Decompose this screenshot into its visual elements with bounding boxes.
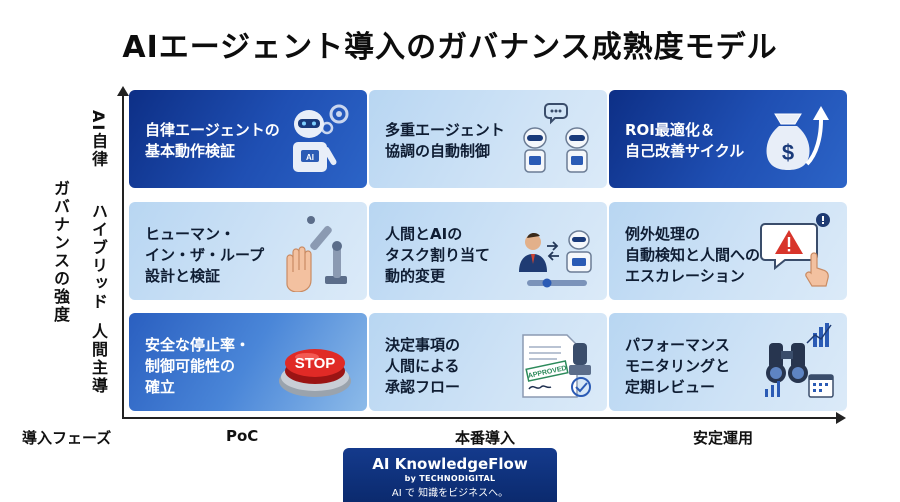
cell-text: パフォーマンス モニタリングと 定期レビュー <box>625 336 731 396</box>
y-axis-arrow <box>117 86 129 96</box>
y-level-hybrid: ハイブリッド <box>89 203 108 311</box>
cell-text: ヒューマン・ イン・ザ・ループ 設計と検証 <box>145 225 265 285</box>
cell-ai-stable: ROI最適化＆ 自己改善サイクル $ <box>609 90 847 188</box>
x-axis-arrow <box>836 412 846 424</box>
y-axis-line <box>122 92 124 419</box>
x-axis-line <box>122 417 838 419</box>
footer-tagline: AI で 知識をビジネスへ。 <box>391 488 509 499</box>
cell-hybrid-stable: 例外処理の 自動検知と人間への エスカレーション <box>609 202 847 300</box>
footer-by: by TECHNODIGITAL <box>404 474 496 483</box>
cell-text: 決定事項の 人間による 承認フロー <box>385 336 461 396</box>
money-bag-growth-icon: $ <box>766 106 829 170</box>
x-level-production: 本番導入 <box>455 429 516 447</box>
cell-text: 例外処理の 自動検知と人間への エスカレーション <box>625 225 761 285</box>
cell-hybrid-production: 人間とAIの タスク割り当て 動的変更 <box>369 202 607 300</box>
x-axis-label: 導入フェーズ <box>22 429 112 447</box>
binoculars-charts-icon <box>765 323 834 398</box>
cell-ai-production: 多重エージェント 協調の自動制御 <box>369 90 607 188</box>
cell-text: 多重エージェント 協調の自動制御 <box>385 121 505 160</box>
y-level-human-led: 人間主導 <box>89 323 108 395</box>
page-title: AIエージェント導入のガバナンス成熟度モデル <box>122 30 778 65</box>
robot-badge-text: AI <box>306 153 314 162</box>
alert-notification-icon <box>760 213 830 287</box>
stop-label: STOP <box>295 355 336 372</box>
cell-human-production: 決定事項の 人間による 承認フロー APPROVED <box>369 313 607 411</box>
robot-thinking-icon: AI <box>293 104 349 172</box>
y-level-ai-autonomy: AI自律 <box>89 110 108 169</box>
cell-human-poc: 安全な停止率・ 制御可能性の 確立 STOP <box>129 313 367 411</box>
y-axis-label: ガバナンスの強度 <box>51 180 70 324</box>
svg-text:$: $ <box>782 140 794 165</box>
cell-text: ROI最適化＆ 自己改善サイクル <box>625 121 745 160</box>
footer-brand-box: AI KnowledgeFlow by TECHNODIGITAL AI で 知… <box>343 448 557 502</box>
robots-conversation-icon <box>523 103 589 173</box>
stop-button-icon: STOP <box>279 349 351 397</box>
x-level-stable: 安定運用 <box>693 429 754 447</box>
cell-human-stable: パフォーマンス モニタリングと 定期レビュー <box>609 313 847 411</box>
footer-brand: AI KnowledgeFlow <box>372 455 528 473</box>
cell-ai-poc: 自律エージェントの 基本動作検証 AI <box>129 90 367 188</box>
x-level-poc: PoC <box>226 427 259 445</box>
approval-stamp-icon: APPROVED <box>522 334 591 398</box>
cell-text: 安全な停止率・ 制御可能性の 確立 <box>145 336 251 396</box>
cell-text: 人間とAIの タスク割り当て 動的変更 <box>385 225 491 285</box>
cell-hybrid-poc: ヒューマン・ イン・ザ・ループ 設計と検証 <box>129 202 367 300</box>
human-ai-exchange-icon <box>519 230 592 288</box>
cell-text: 自律エージェントの 基本動作検証 <box>145 121 280 160</box>
robot-arm-hand-icon <box>286 216 347 292</box>
